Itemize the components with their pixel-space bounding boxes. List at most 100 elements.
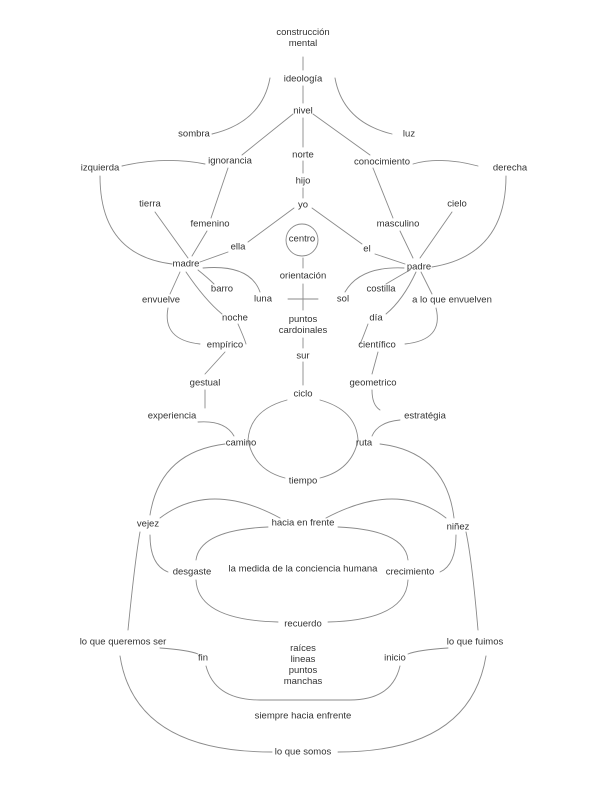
connector xyxy=(399,230,414,259)
node-lo-que-somos: lo que somos xyxy=(274,746,332,758)
node-izquierda: izquierda xyxy=(80,162,120,174)
node-siempre-hacia-enfrente: siempre hacia enfrente xyxy=(254,710,352,722)
connector xyxy=(344,267,405,293)
connector xyxy=(127,531,141,631)
connector xyxy=(197,421,235,437)
connector xyxy=(439,534,457,573)
connector xyxy=(159,647,199,655)
connector xyxy=(210,167,229,219)
node-fin: fin xyxy=(197,652,209,664)
connector xyxy=(419,211,453,259)
connector xyxy=(374,253,406,265)
connector xyxy=(204,351,226,375)
node-construccion-mental: construcción mental xyxy=(276,27,330,49)
connector xyxy=(205,665,401,701)
node-ideologia: ideología xyxy=(283,73,323,85)
connector xyxy=(385,271,417,315)
node-yo: yo xyxy=(297,199,309,211)
connector xyxy=(237,323,247,345)
node-norte: norte xyxy=(292,149,314,161)
connector xyxy=(247,207,295,243)
node-masculino: masculino xyxy=(376,218,420,230)
node-sombra: sombra xyxy=(178,128,210,140)
node-madre: madre xyxy=(172,258,200,270)
connector xyxy=(119,655,273,753)
connector xyxy=(412,159,479,167)
node-centro: centro xyxy=(288,233,316,245)
connector xyxy=(385,269,411,285)
node-femenino: femenino xyxy=(190,218,230,230)
node-hijo: hijo xyxy=(295,175,311,187)
connector xyxy=(121,160,206,167)
node-ninez: niñez xyxy=(446,521,470,533)
node-ruta: ruta xyxy=(355,437,373,449)
connector xyxy=(166,307,201,345)
connector xyxy=(407,647,449,655)
node-orientacion: orientación xyxy=(279,270,327,282)
node-padre: padre xyxy=(406,261,432,273)
node-lo-que-queremos-ser: lo que queremos ser xyxy=(79,636,167,648)
connector xyxy=(334,77,393,135)
connector xyxy=(159,498,281,519)
connector xyxy=(185,271,223,315)
node-sol: sol xyxy=(336,293,350,305)
node-camino: camino xyxy=(225,437,257,449)
connector xyxy=(197,269,215,285)
centro-circle xyxy=(285,223,319,257)
node-crecimiento: crecimiento xyxy=(385,566,435,578)
connector xyxy=(371,389,381,411)
ciclo-loop xyxy=(247,399,288,479)
node-luz: luz xyxy=(402,128,416,140)
connector xyxy=(359,323,369,345)
node-recuerdo: recuerdo xyxy=(284,618,322,630)
connector xyxy=(312,113,371,156)
connector xyxy=(371,351,379,375)
connector xyxy=(99,175,173,265)
connector xyxy=(311,207,363,245)
node-hacia-en-frente: hacia en frente xyxy=(271,517,335,529)
node-empirico: empírico xyxy=(206,339,244,351)
node-noche: noche xyxy=(222,312,248,324)
connector xyxy=(325,498,447,519)
connector xyxy=(404,307,438,345)
node-costilla: costilla xyxy=(366,283,396,295)
node-ignorancia: ignorancia xyxy=(208,155,252,167)
node-envuelve: envuelve xyxy=(141,294,181,306)
connector xyxy=(195,579,279,623)
node-el: el xyxy=(363,243,371,255)
node-tierra: tierra xyxy=(139,198,161,210)
node-lo-que-fuimos: lo que fuimos xyxy=(446,636,504,648)
connector xyxy=(202,267,261,293)
node-ciclo: ciclo xyxy=(293,388,313,400)
ciclo-loop xyxy=(319,399,359,479)
node-cielo: cielo xyxy=(447,198,467,210)
connector xyxy=(337,655,487,753)
connector xyxy=(191,230,208,257)
node-geometrico: geometrico xyxy=(349,377,397,389)
connector xyxy=(241,113,294,156)
node-conocimiento: conocimiento xyxy=(354,156,410,168)
connector xyxy=(371,419,401,437)
node-experiencia: experiencia xyxy=(147,410,197,422)
node-dia: día xyxy=(369,312,383,324)
connector xyxy=(420,271,433,295)
connector xyxy=(337,526,409,561)
connector xyxy=(211,77,271,135)
connector xyxy=(372,167,394,219)
node-a-lo-que-envuelven: a lo que envuelven xyxy=(412,294,492,306)
node-barro: barro xyxy=(210,283,234,295)
node-tiempo: tiempo xyxy=(288,475,318,487)
node-raices-lineas: raíces lineas puntos manchas xyxy=(283,643,323,687)
connector xyxy=(149,443,226,516)
node-sur: sur xyxy=(296,350,310,362)
connector xyxy=(379,443,455,519)
connector xyxy=(195,526,269,561)
node-vejez: vejez xyxy=(136,518,160,530)
node-nivel: nivel xyxy=(293,105,313,117)
node-puntos-cardoinales: puntos cardoinales xyxy=(278,314,328,336)
connector xyxy=(327,579,409,623)
connector xyxy=(169,271,181,295)
connector xyxy=(465,531,479,631)
connector xyxy=(431,175,507,268)
